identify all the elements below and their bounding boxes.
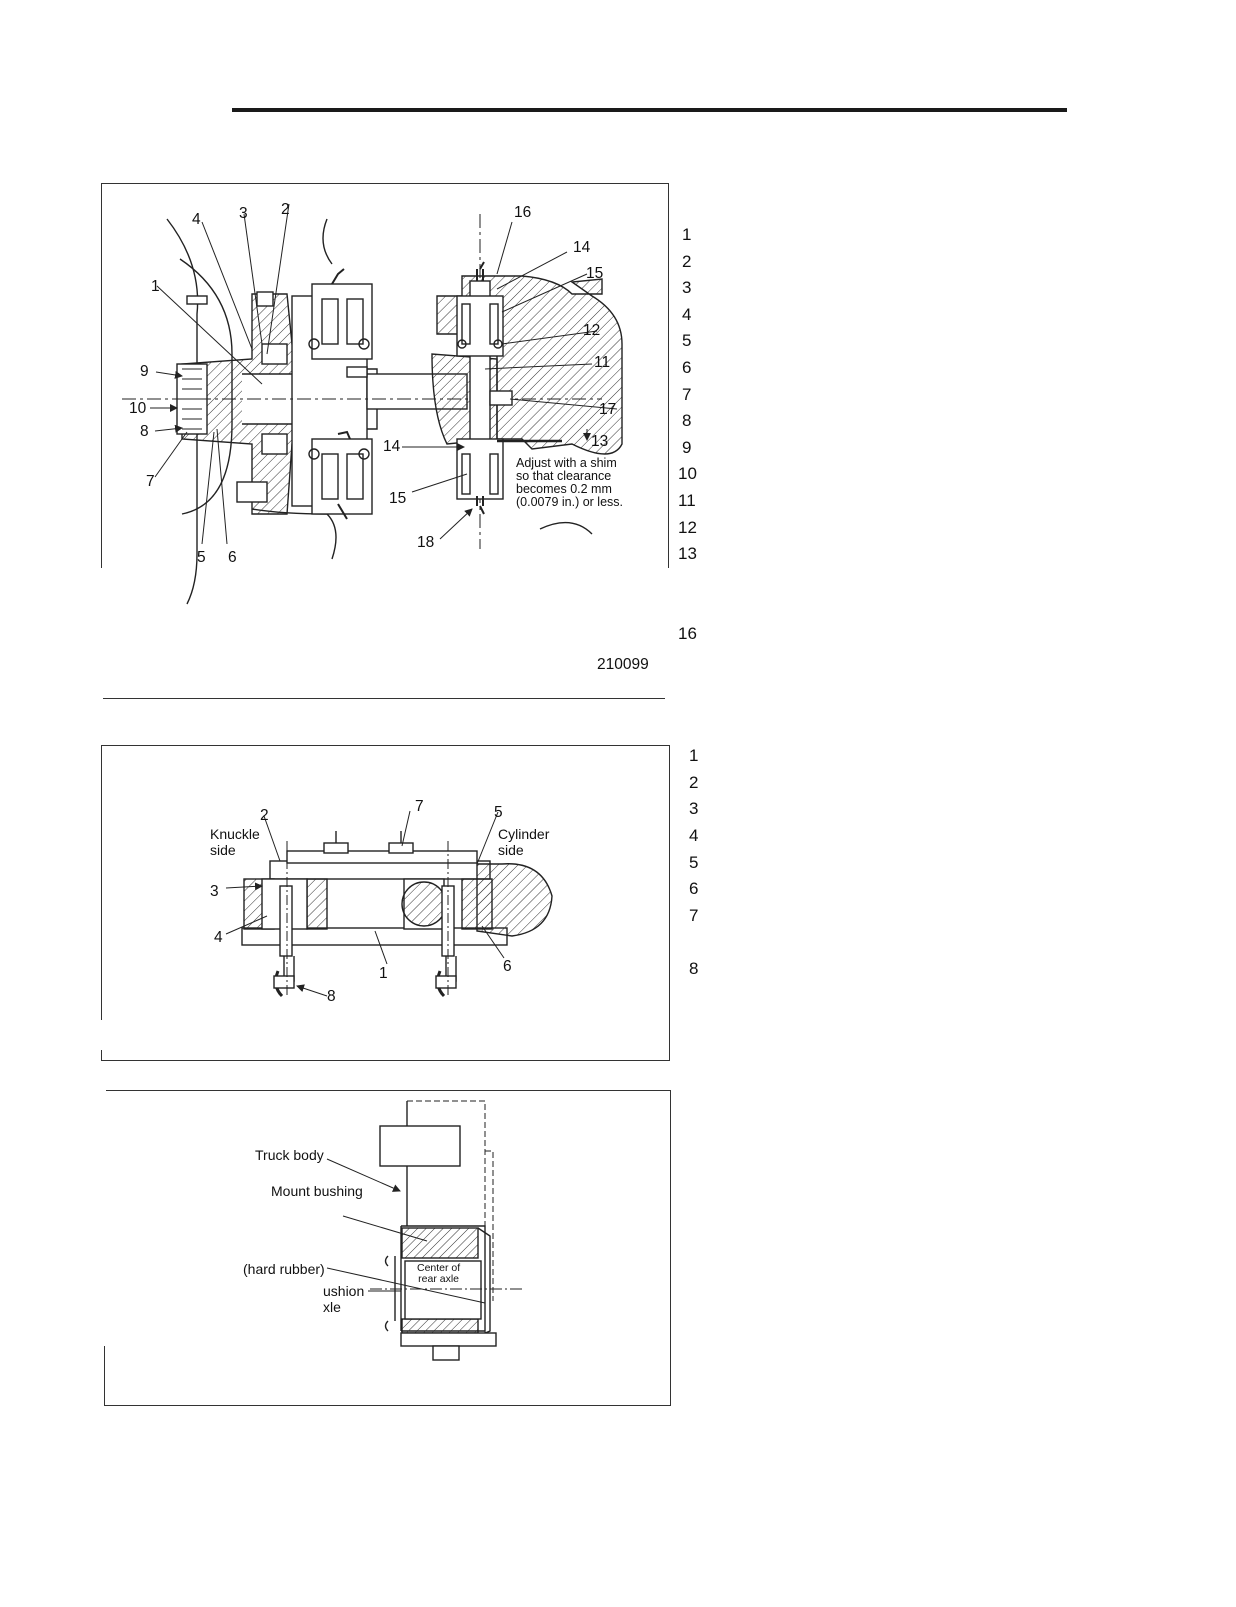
- cylinder-side-label: Cylinder side: [498, 826, 550, 858]
- header-rule: [232, 108, 1067, 112]
- index-item: 5: [682, 331, 692, 350]
- index-item: 13: [678, 544, 697, 563]
- callout-18: 18: [417, 534, 435, 551]
- knuckle-side-label: Knuckle side: [210, 826, 260, 858]
- callout-16: 16: [514, 204, 532, 221]
- callout-15-bottom: 15: [389, 490, 407, 507]
- figure-3-drawing: [326, 1100, 525, 1361]
- index-item: 1: [682, 225, 692, 244]
- index-item: 5: [689, 853, 699, 872]
- callout-17: 17: [599, 401, 617, 418]
- callout-8: 8: [140, 423, 149, 440]
- callout-2: 2: [281, 201, 290, 218]
- truck-body-label: Truck body: [255, 1147, 324, 1163]
- callout-1: 1: [151, 278, 160, 295]
- callout-11: 11: [594, 354, 611, 371]
- index-item: 4: [682, 305, 692, 324]
- figure-3-panel: Truck body Mount bushing (hard rubber) u…: [102, 1088, 671, 1406]
- callout-12: 12: [583, 322, 601, 339]
- axle-label: xle: [323, 1299, 341, 1315]
- callout-15-top: 15: [586, 265, 604, 282]
- index-item: 6: [689, 879, 699, 898]
- index-item: 8: [689, 959, 699, 978]
- index-item: 16: [678, 624, 697, 643]
- callout-7: 7: [146, 473, 155, 490]
- index-item: 11: [678, 491, 696, 510]
- callout-3: 3: [210, 883, 219, 900]
- callout-10: 10: [129, 400, 147, 417]
- figure-code: 210099: [597, 656, 649, 673]
- index-item: 4: [689, 826, 699, 845]
- index-item: 3: [682, 278, 692, 297]
- callout-5: 5: [197, 549, 206, 566]
- index-item: 2: [689, 773, 699, 792]
- callout-13: 13: [591, 433, 609, 450]
- figure-1-drawing: [122, 203, 623, 605]
- index-item: 6: [682, 358, 692, 377]
- callout-5: 5: [494, 804, 503, 821]
- mount-bushing-label: Mount bushing: [271, 1183, 363, 1199]
- callout-4: 4: [192, 211, 201, 228]
- index-item: 3: [689, 799, 699, 818]
- shim-adjust-note: Adjust with a shim so that clearance bec…: [516, 456, 623, 509]
- callout-1: 1: [379, 965, 388, 982]
- callout-8: 8: [327, 988, 336, 1005]
- index-item: 12: [678, 518, 697, 537]
- index-item: 7: [689, 906, 699, 925]
- callout-14-top: 14: [573, 239, 591, 256]
- figure-2-panel: 2 7 5 3 4 1 6 8 Knuckle side Cylinder si…: [99, 745, 670, 1061]
- index-item: 10: [678, 464, 697, 483]
- callout-3: 3: [239, 205, 248, 222]
- index-item: 1: [689, 746, 699, 765]
- figure-1-panel: 1 2 3 4 5 6 7 8 9 10 11 12 13 14 14 15 1…: [99, 183, 670, 700]
- callout-2: 2: [260, 807, 269, 824]
- index-item: 7: [682, 385, 692, 404]
- index-item: 9: [682, 438, 692, 457]
- callout-9: 9: [140, 363, 149, 380]
- center-rear-axle-label: Center of rear axle: [417, 1262, 461, 1285]
- index-item: 8: [682, 411, 692, 430]
- figure-2-drawing: [225, 810, 553, 998]
- callout-6: 6: [503, 958, 512, 975]
- hard-rubber-label: (hard rubber): [243, 1261, 325, 1277]
- callout-14-bottom: 14: [383, 438, 401, 455]
- callout-6: 6: [228, 549, 237, 566]
- callout-4: 4: [214, 929, 223, 946]
- callout-7: 7: [415, 798, 424, 815]
- cushion-label: ushion: [323, 1283, 365, 1299]
- index-item: 2: [682, 252, 692, 271]
